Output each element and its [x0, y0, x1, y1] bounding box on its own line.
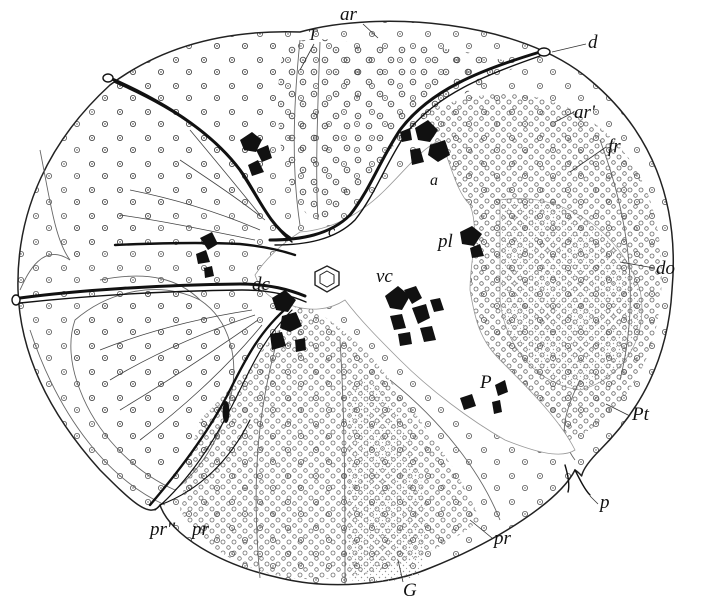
label-a: a [430, 172, 438, 189]
label-G: G [403, 580, 417, 601]
label-ar: ar [340, 4, 358, 25]
label-p: p [598, 492, 610, 513]
label-pl: pl [436, 231, 453, 252]
label-P: P [479, 372, 492, 393]
label-fr: fr [608, 136, 621, 157]
label-do: do [656, 258, 675, 279]
label-ar-prime: ar' [574, 102, 596, 123]
label-pr-double: pr'' [148, 519, 176, 540]
central-canal-inner [320, 271, 334, 287]
label-Pt: Pt [631, 404, 650, 425]
label-d: d [588, 32, 598, 53]
label-dc: dc [252, 274, 271, 295]
label-pr-left: pr [190, 519, 210, 540]
label-vc: vc [376, 266, 393, 287]
label-c: c [328, 223, 335, 240]
label-T: T [308, 27, 318, 44]
label-pr-right: pr [492, 528, 512, 549]
